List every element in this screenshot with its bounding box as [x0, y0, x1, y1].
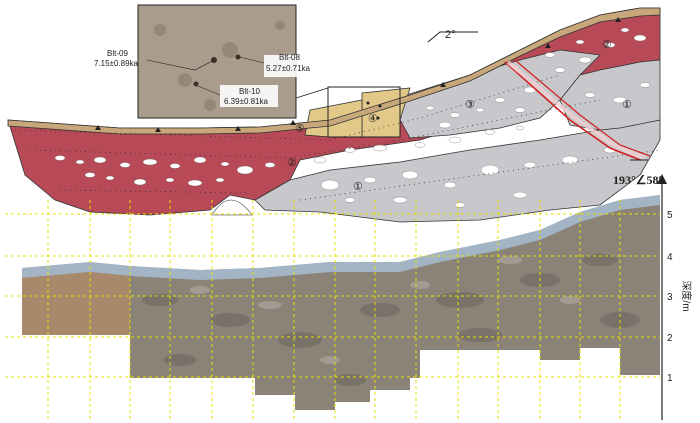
depth-axis: 5 4 3 2 1 深度/m	[657, 174, 693, 420]
marker-layer-2-left: ②	[287, 157, 297, 169]
depth-tick-4: 4	[667, 252, 673, 263]
sample-blt08-age: 5.27±0.71ka	[266, 64, 311, 73]
fault-attitude-label: 193°∠58°	[613, 173, 664, 187]
geologic-section	[8, 8, 660, 222]
sample-blt10-age: 6.39±0.81ka	[224, 97, 269, 106]
depth-tick-5: 5	[667, 210, 673, 221]
marker-layer-3: ③	[465, 99, 475, 111]
inset-leader	[296, 88, 328, 98]
photo-mosaic	[22, 195, 660, 410]
depth-axis-label: 深度/m	[680, 280, 693, 311]
sample-blt09-id: Blt-09	[107, 49, 128, 58]
depth-tick-1: 1	[667, 373, 673, 384]
depth-tick-3: 3	[667, 292, 673, 303]
sample-blt10-id: Blt-10	[239, 87, 260, 96]
marker-layer-1-right: ①	[622, 99, 632, 111]
dip-symbol: 2°	[428, 29, 478, 42]
depth-tick-2: 2	[667, 333, 673, 344]
sample-blt09-age: 7.15±0.89ka	[94, 59, 139, 68]
marker-layer-2-right: ②	[602, 39, 612, 51]
mosaic-tan	[22, 272, 130, 335]
marker-layer-5: ⑤	[295, 123, 305, 135]
marker-layer-1-lower: ①	[353, 181, 363, 193]
marker-layer-4: ④	[368, 113, 378, 125]
sample-inset: Blt-09 7.15±0.89ka Blt-08 5.27±0.71ka Bl…	[94, 5, 318, 118]
dip-label: 2°	[445, 29, 456, 41]
sample-blt08-id: Blt-08	[279, 53, 300, 62]
